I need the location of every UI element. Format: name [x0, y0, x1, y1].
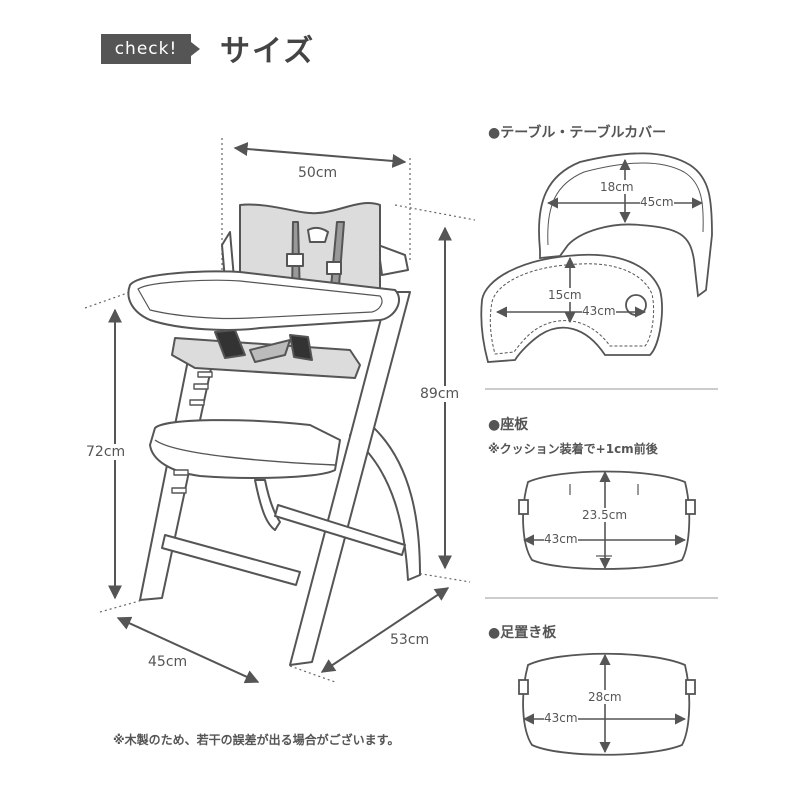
section-title-table: ●テーブル・テーブルカバー: [488, 125, 667, 141]
high-chair-illustration: [127, 202, 421, 666]
arrow-depth-base: [320, 587, 450, 673]
seat-note: ※クッション装着で+1cm前後: [488, 442, 658, 456]
label-seat-width: 43cm: [544, 532, 578, 546]
label-height-seat: 72cm: [86, 444, 126, 460]
label-seat-depth: 23.5cm: [582, 508, 628, 522]
table-tray-illustration: [480, 253, 663, 363]
check-tag: check!: [101, 34, 191, 64]
footrest-board-illustration: [518, 652, 696, 756]
label-tray-width: 43cm: [582, 304, 616, 318]
arrow-width-top: [233, 142, 407, 168]
label-height-total: 89cm: [420, 386, 460, 402]
tag-arrow-icon: [191, 42, 200, 56]
label-footrest-depth: 28cm: [588, 690, 622, 704]
label-footrest-width: 43cm: [544, 711, 578, 725]
label-cover-width: 45cm: [640, 195, 674, 209]
section-title-footrest: ●足置き板: [488, 625, 557, 641]
arrow-width-base: [116, 616, 260, 684]
label-depth-base: 53cm: [390, 632, 430, 648]
page-title: サイズ: [220, 34, 316, 69]
label-width-top: 50cm: [298, 165, 338, 181]
footnote: ※木製のため、若干の誤差が出る場合がございます。: [113, 733, 400, 747]
label-width-base: 45cm: [148, 654, 188, 670]
label-tray-depth: 15cm: [548, 288, 582, 302]
section-title-seat: ●座板: [488, 417, 529, 433]
label-cover-depth: 18cm: [600, 180, 634, 194]
